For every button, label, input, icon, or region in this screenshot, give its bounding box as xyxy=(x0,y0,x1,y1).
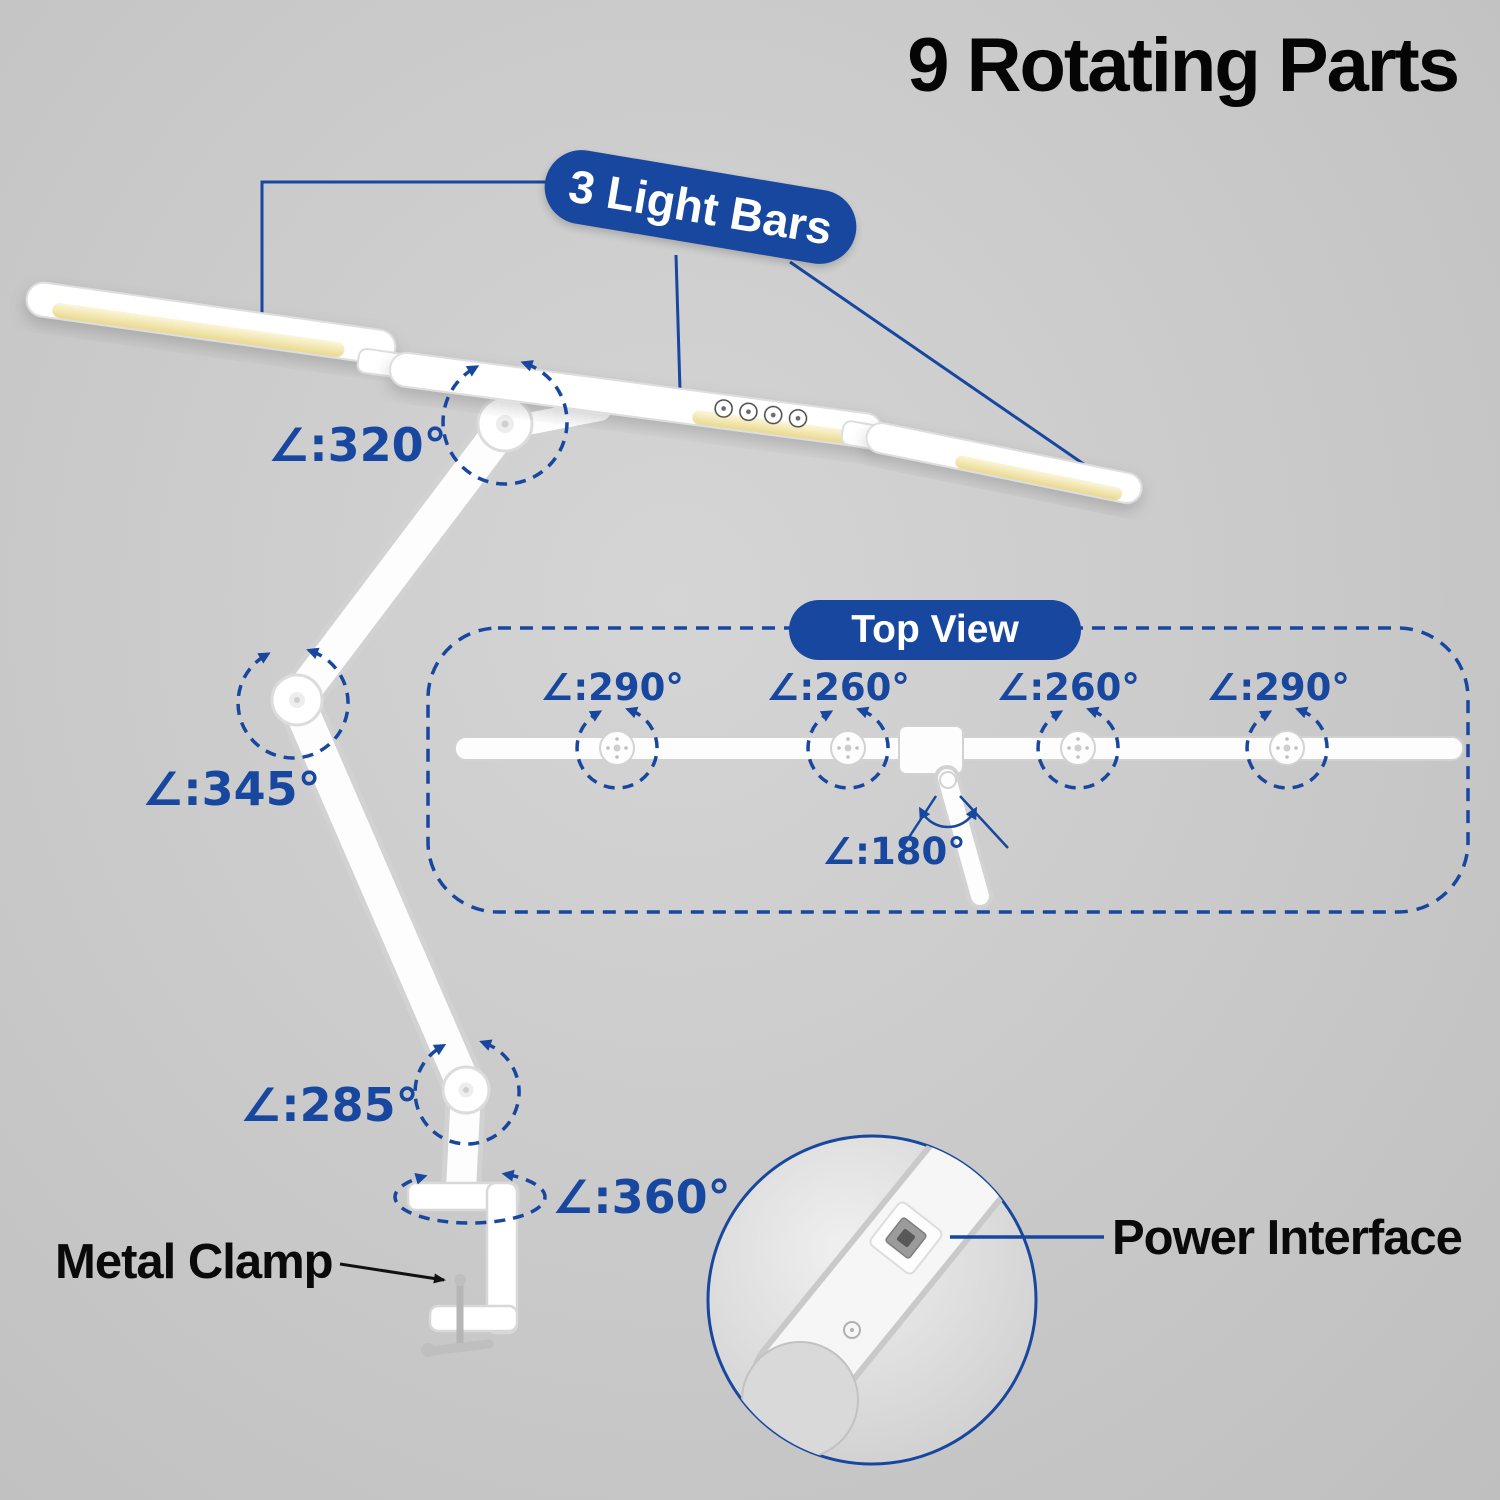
angle-label-tv-outer-right: ∠:290° xyxy=(1206,666,1350,709)
power-interface-label: Power Interface xyxy=(1112,1211,1463,1265)
top-view-joint xyxy=(1269,730,1305,766)
angle-label-base: ∠:360° xyxy=(552,1170,731,1224)
elbow-joint xyxy=(270,673,324,727)
angle-label-head: ∠:320° xyxy=(268,418,447,472)
lower-joint xyxy=(441,1065,491,1115)
angle-label-elbow: ∠:345° xyxy=(142,762,321,816)
top-view-joint xyxy=(1060,730,1096,766)
angle-label-tv-inner-right: ∠:260° xyxy=(996,666,1140,709)
angle-label-lower: ∠:285° xyxy=(240,1078,419,1132)
head-joint xyxy=(476,395,534,453)
angle-label-tv-outer-left: ∠:290° xyxy=(540,666,684,709)
light-bar-right xyxy=(865,422,1143,504)
angle-label-tv-center: ∠:180° xyxy=(822,830,966,873)
indicator-dot-icon xyxy=(843,1321,861,1339)
metal-clamp-pointer-line xyxy=(339,1262,446,1284)
light-bar-left xyxy=(25,281,397,365)
power-port-icon xyxy=(869,1201,943,1275)
angle-label-tv-inner-left: ∠:260° xyxy=(766,666,910,709)
power-interface-detail xyxy=(706,1134,1104,1466)
top-view-badge: Top View xyxy=(789,600,1081,660)
head-control-buttons xyxy=(714,399,808,428)
page-title: 9 Rotating Parts xyxy=(907,23,1460,108)
top-view-diagram xyxy=(426,626,1470,914)
center-rotation-annotation xyxy=(900,795,1009,849)
metal-clamp xyxy=(406,1181,520,1357)
lamp-arm xyxy=(270,395,615,1210)
light-bars-callout-lines xyxy=(260,180,1089,469)
light-bar-center xyxy=(388,351,884,449)
top-view-joint xyxy=(599,730,635,766)
metal-clamp-label: Metal Clamp xyxy=(55,1235,334,1289)
top-view-joint xyxy=(830,730,866,766)
